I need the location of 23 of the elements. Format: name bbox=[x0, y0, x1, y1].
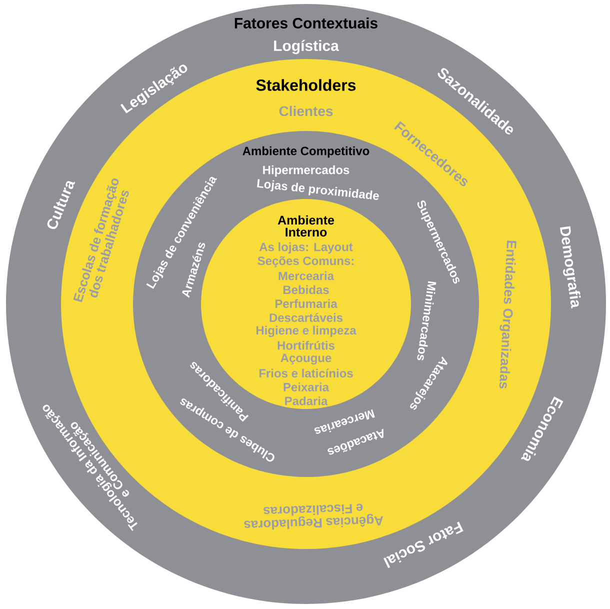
ring-label: Lojas de proximidade bbox=[257, 179, 379, 200]
list-item: Padaria bbox=[285, 396, 328, 406]
list-item: Hortifrútis bbox=[278, 340, 334, 350]
ring-label: Clientes bbox=[279, 106, 333, 116]
ring-label: Entidades Organizadas bbox=[499, 240, 516, 388]
ring-heading: Fatores Contextuais bbox=[234, 17, 378, 28]
list-item: Frios e laticínios bbox=[259, 368, 353, 378]
ring-heading: Ambiente Competitivo bbox=[242, 146, 370, 158]
list-item: Bebidas bbox=[283, 285, 329, 294]
list-item: Higiene e limpeza bbox=[256, 326, 356, 337]
circle-heading: Ambiente Interno bbox=[278, 215, 334, 237]
list-item: Descartáveis bbox=[270, 313, 343, 322]
list-item: Açougue bbox=[280, 354, 332, 365]
ring-label: Agências Reguladoras e Fiscalizadoras bbox=[244, 504, 384, 530]
list-item: Mercearia bbox=[278, 271, 334, 280]
ring-label: Hipermercados bbox=[263, 165, 350, 177]
list-item: Seções Comuns: bbox=[258, 256, 354, 268]
ring-heading: Stakeholders bbox=[256, 79, 356, 91]
list-item: Perfumaria bbox=[275, 299, 338, 308]
ring-label: Demografia bbox=[560, 226, 581, 308]
ring-label: Logística bbox=[274, 40, 340, 54]
list-item: Peixaria bbox=[284, 382, 330, 392]
list-item: As lojas: Layout bbox=[259, 242, 353, 254]
